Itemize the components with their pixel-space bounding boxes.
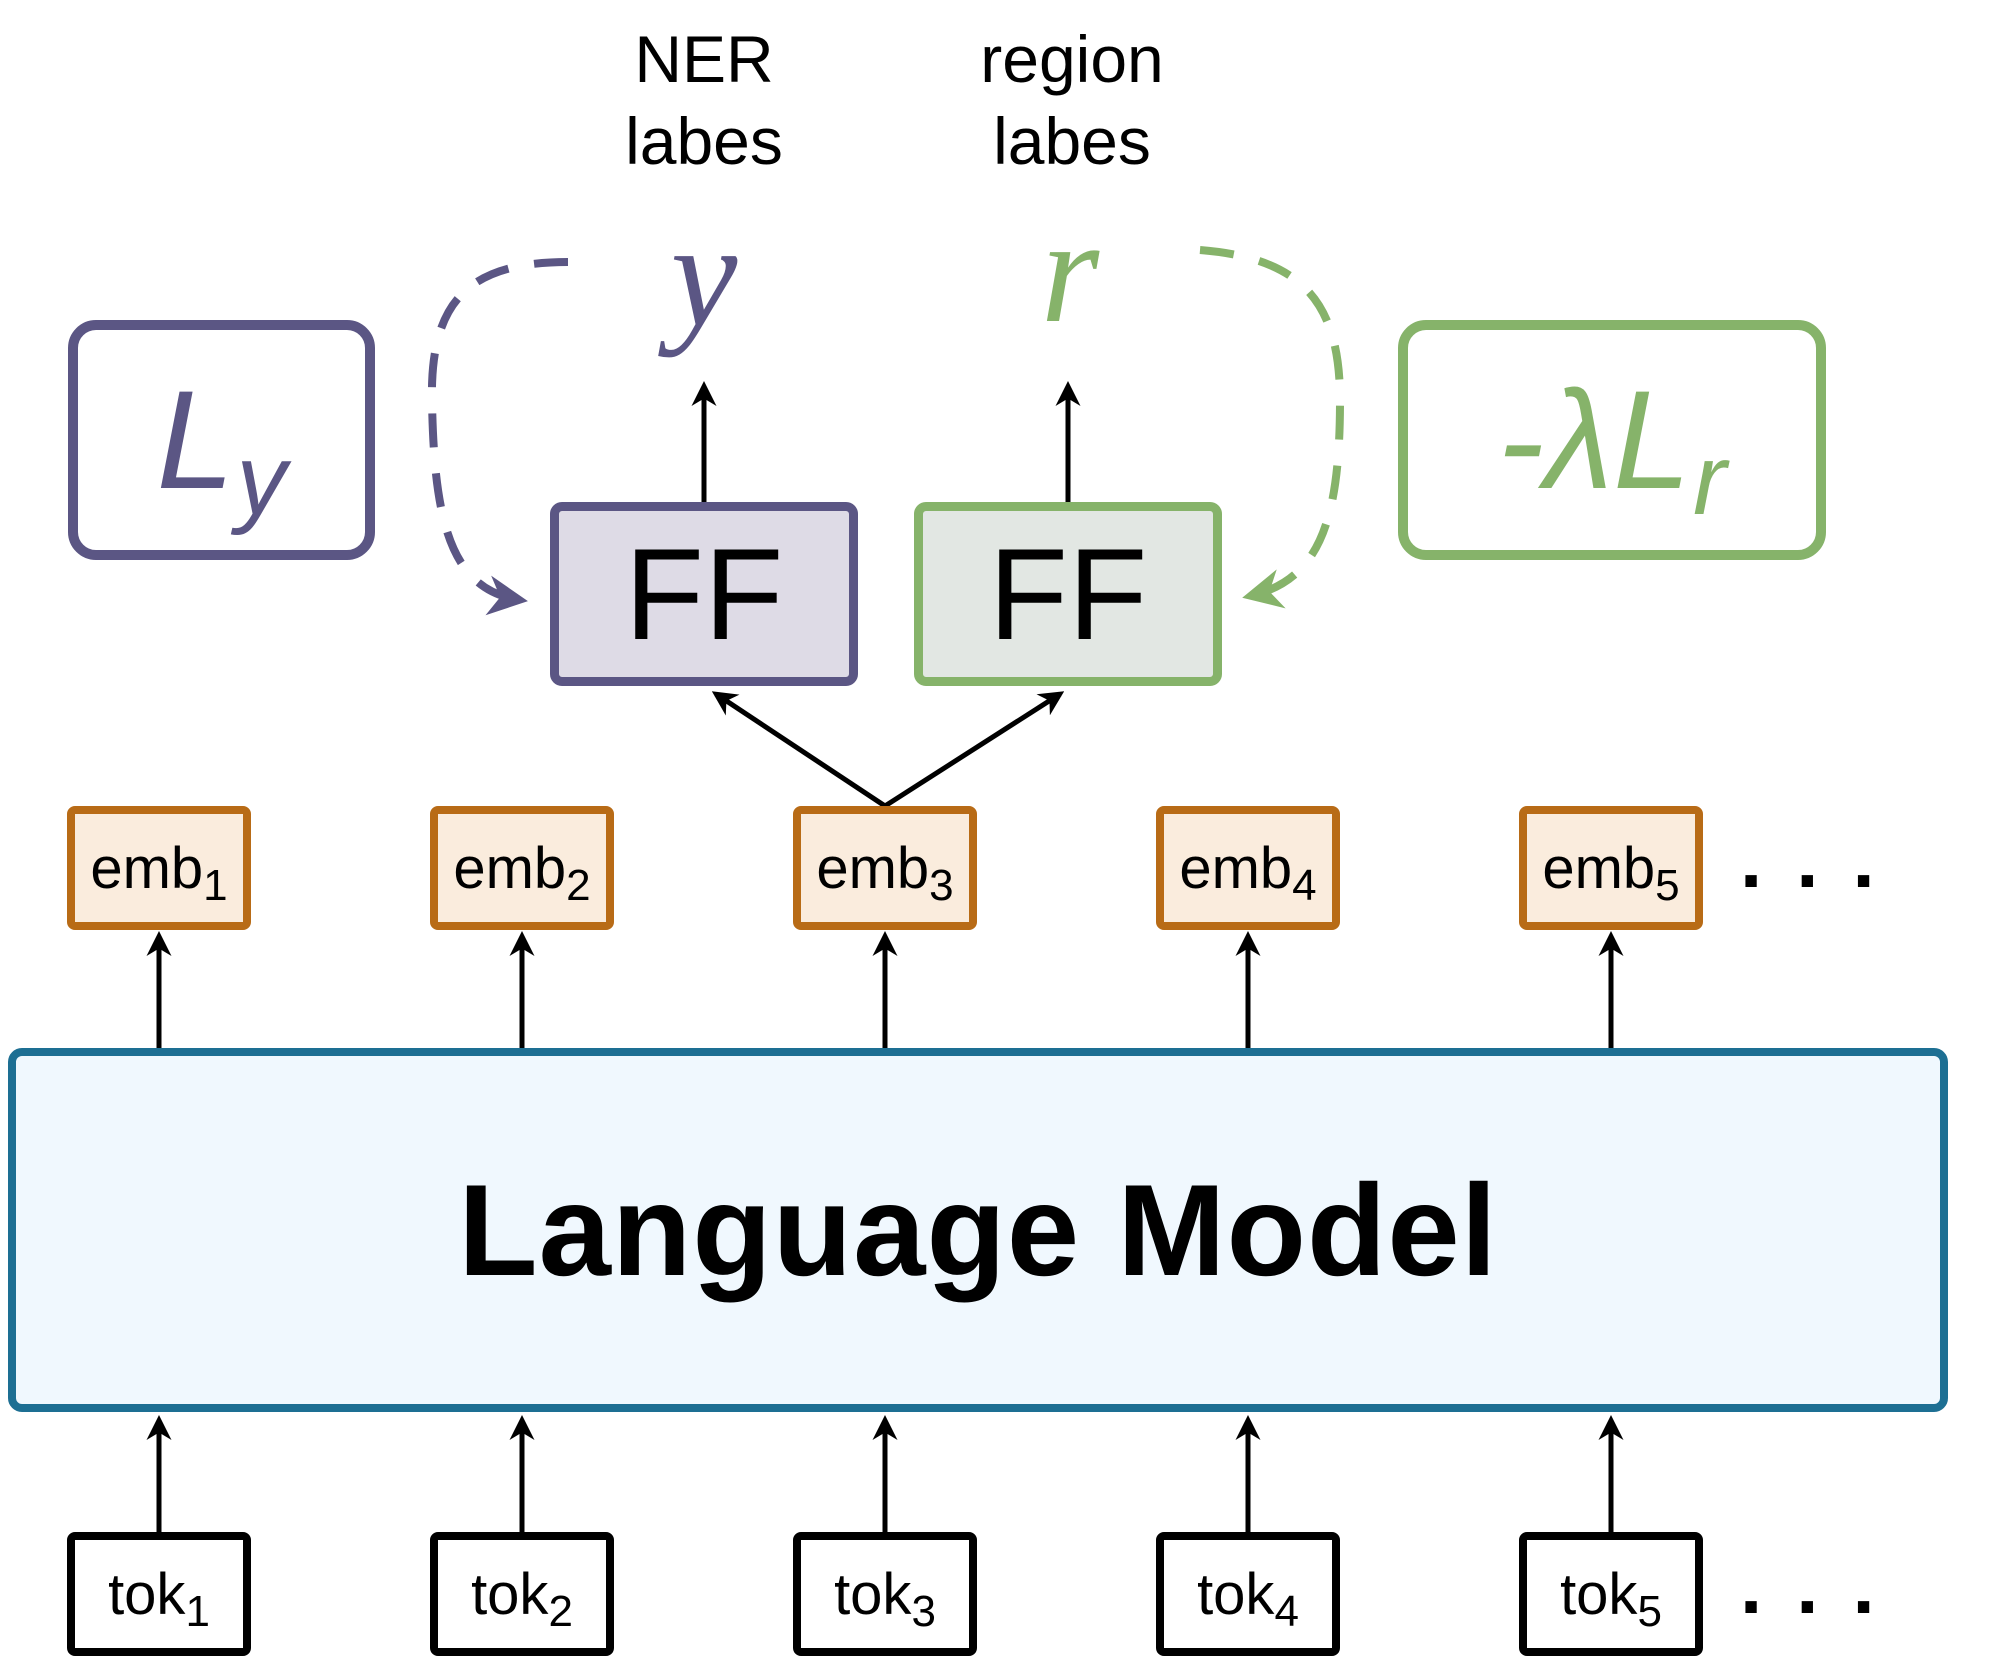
region-caption-line1: region xyxy=(980,22,1164,96)
token-label: tok xyxy=(1560,1561,1638,1627)
region-loss-main: -λL xyxy=(1497,361,1692,518)
embedding-index: 2 xyxy=(566,861,591,910)
language-model-box: Language Model xyxy=(8,1048,1948,1412)
ff-ner-box: FF xyxy=(550,502,858,686)
ner-labels-caption: NER labes xyxy=(554,18,854,182)
token-index: 3 xyxy=(911,1587,936,1636)
token-label: tok xyxy=(1197,1561,1275,1627)
ner-output-variable: y xyxy=(670,192,738,358)
embedding-ellipsis: ... xyxy=(1740,815,1909,904)
dashed-loop-region xyxy=(1199,246,1345,609)
token-label: tok xyxy=(834,1561,912,1627)
embedding-label: emb xyxy=(1542,835,1656,901)
token-label: tok xyxy=(108,1561,186,1627)
embedding-label: emb xyxy=(90,835,204,901)
token-ellipsis: ... xyxy=(1740,1541,1909,1630)
ner-loss-subscript: y xyxy=(236,423,287,536)
ner-caption-line1: NER xyxy=(634,22,774,96)
region-loss-subscript: r xyxy=(1693,423,1727,536)
embedding-label: emb xyxy=(453,835,567,901)
region-labels-caption: region labes xyxy=(922,18,1222,182)
region-output-variable: r xyxy=(1040,188,1100,354)
ner-caption-line2: labes xyxy=(625,104,783,178)
embedding-index: 1 xyxy=(203,861,228,910)
token-index: 4 xyxy=(1274,1587,1299,1636)
region-caption-line2: labes xyxy=(993,104,1151,178)
token-label: tok xyxy=(471,1561,549,1627)
arrow-emb3-ff-ner xyxy=(711,691,887,809)
ner-loss-main: L xyxy=(156,361,235,518)
token-index: 5 xyxy=(1637,1587,1662,1636)
ff-region-box: FF xyxy=(914,502,1222,686)
embedding-index: 4 xyxy=(1292,861,1317,910)
embedding-label: emb xyxy=(816,835,930,901)
dashed-loop-ner xyxy=(427,258,569,616)
token-index: 2 xyxy=(548,1587,573,1636)
embedding-index: 5 xyxy=(1655,861,1680,910)
embedding-label: emb xyxy=(1179,835,1293,901)
embedding-index: 3 xyxy=(929,861,954,910)
token-index: 1 xyxy=(185,1587,210,1636)
arrow-emb3-ff-region xyxy=(883,691,1065,809)
